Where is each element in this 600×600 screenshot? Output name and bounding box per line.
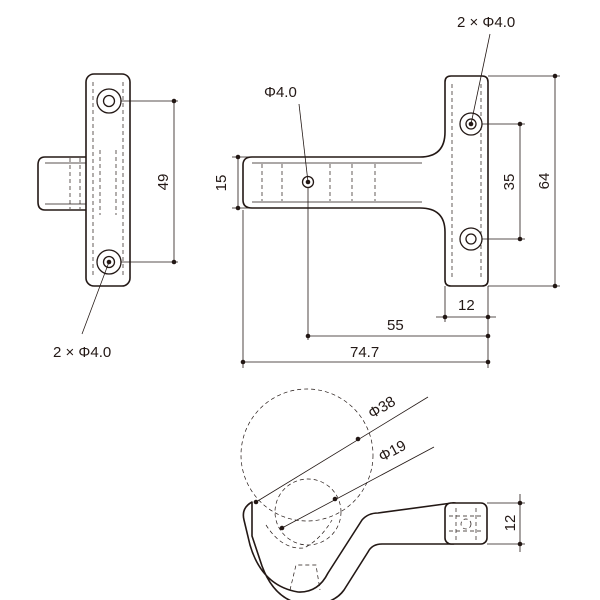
hook-tip [444, 502, 488, 545]
plate-width-dimension: 12 [436, 286, 496, 322]
front-hole-pitch-dimension: 49 [121, 98, 178, 265]
plate-hole-pitch-label: 35 [501, 174, 518, 191]
hole-to-back-dimension: 55 [305, 188, 491, 340]
hole-to-back-label: 55 [387, 317, 404, 334]
front-view-arm [37, 156, 92, 211]
front-view-plate [85, 73, 131, 287]
plate-hole-pitch-dimension: 35 [482, 121, 525, 242]
side-view-body [242, 75, 489, 287]
side-holes-leader: 2 × Φ4.0 [457, 14, 515, 127]
small-radius-circle [274, 478, 342, 546]
arm-width-label: 15 [213, 175, 230, 192]
center-hole-label: Φ4.0 [264, 84, 297, 101]
front-holes-label: 2 × Φ4.0 [53, 344, 111, 361]
plate-height-dimension: 64 [488, 73, 560, 289]
tip-width-dimension: 12 [487, 494, 525, 552]
front-holes-leader: 2 × Φ4.0 [53, 259, 112, 361]
side-holes-label: 2 × Φ4.0 [457, 14, 515, 31]
tip-width-label: 12 [502, 515, 519, 532]
plate-height-label: 64 [536, 173, 553, 190]
front-view-top-hole [96, 88, 122, 114]
plate-width-label: 12 [458, 297, 475, 314]
front-hole-pitch-label: 49 [155, 174, 172, 191]
side-view-bottom-hole [459, 227, 483, 251]
center-hole-leader: Φ4.0 [264, 84, 311, 185]
side-view: Φ4.0 2 × Φ4.0 15 35 [213, 14, 560, 368]
large-radius-circle [240, 388, 374, 522]
arm-width-dimension: 15 [213, 154, 252, 211]
front-view: 49 2 × Φ4.0 [37, 73, 178, 361]
small-radius-label: Φ19 [376, 437, 409, 465]
overall-length-dimension: 74.7 [240, 210, 491, 368]
overall-length-label: 74.7 [350, 344, 379, 361]
profile-view: Φ38 Φ19 12 [240, 388, 525, 600]
